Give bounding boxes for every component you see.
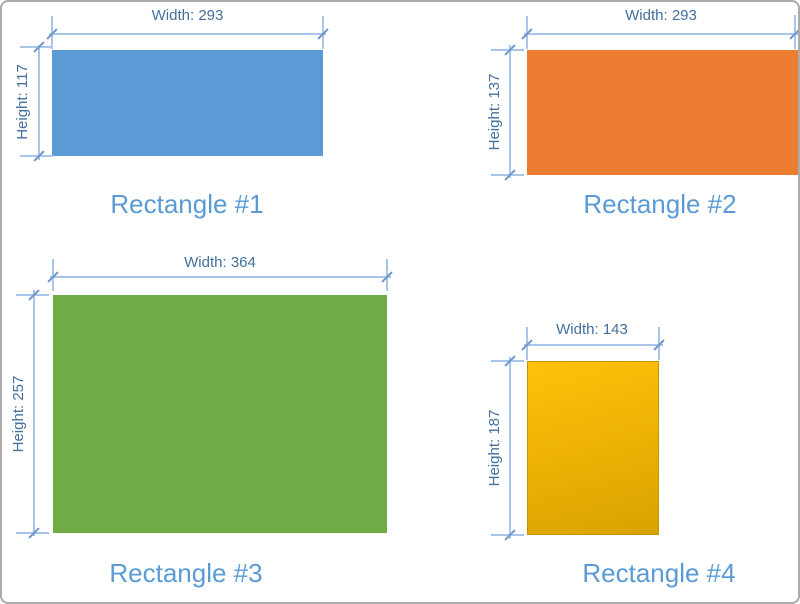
figure-caption: Rectangle #4: [582, 558, 736, 588]
height-dimension-line: [509, 357, 511, 539]
height-dimension-line: [509, 45, 511, 178]
figure-caption: Rectangle #1: [110, 189, 264, 219]
width-dimension-line: [49, 33, 326, 35]
height-dimension-line: [33, 290, 35, 536]
width-dimension-label: Width: 364: [184, 254, 256, 271]
rectangle-2-shape: [527, 50, 798, 175]
width-dimension-label: Width: 293: [151, 7, 224, 24]
width-dimension-line: [524, 33, 798, 35]
figure-caption: Rectangle #3: [109, 558, 263, 588]
width-dimension-label: Width: 293: [625, 7, 697, 24]
height-dimension-label: Height: 257: [10, 375, 27, 453]
height-dimension-line: [38, 45, 40, 160]
figure-caption: Rectangle #2: [583, 189, 737, 219]
rectangle-4-shape: [527, 361, 659, 535]
width-dimension-label: Width: 143: [556, 321, 628, 338]
height-dimension-label: Height: 137: [486, 73, 503, 151]
height-dimension-label: Height: 187: [486, 409, 503, 487]
height-dimension-label: Height: 117: [14, 64, 31, 140]
rectangle-1-shape: [52, 50, 323, 156]
rectangle-3-shape: [53, 295, 387, 533]
width-dimension-line: [50, 276, 391, 278]
width-dimension-line: [524, 344, 663, 346]
